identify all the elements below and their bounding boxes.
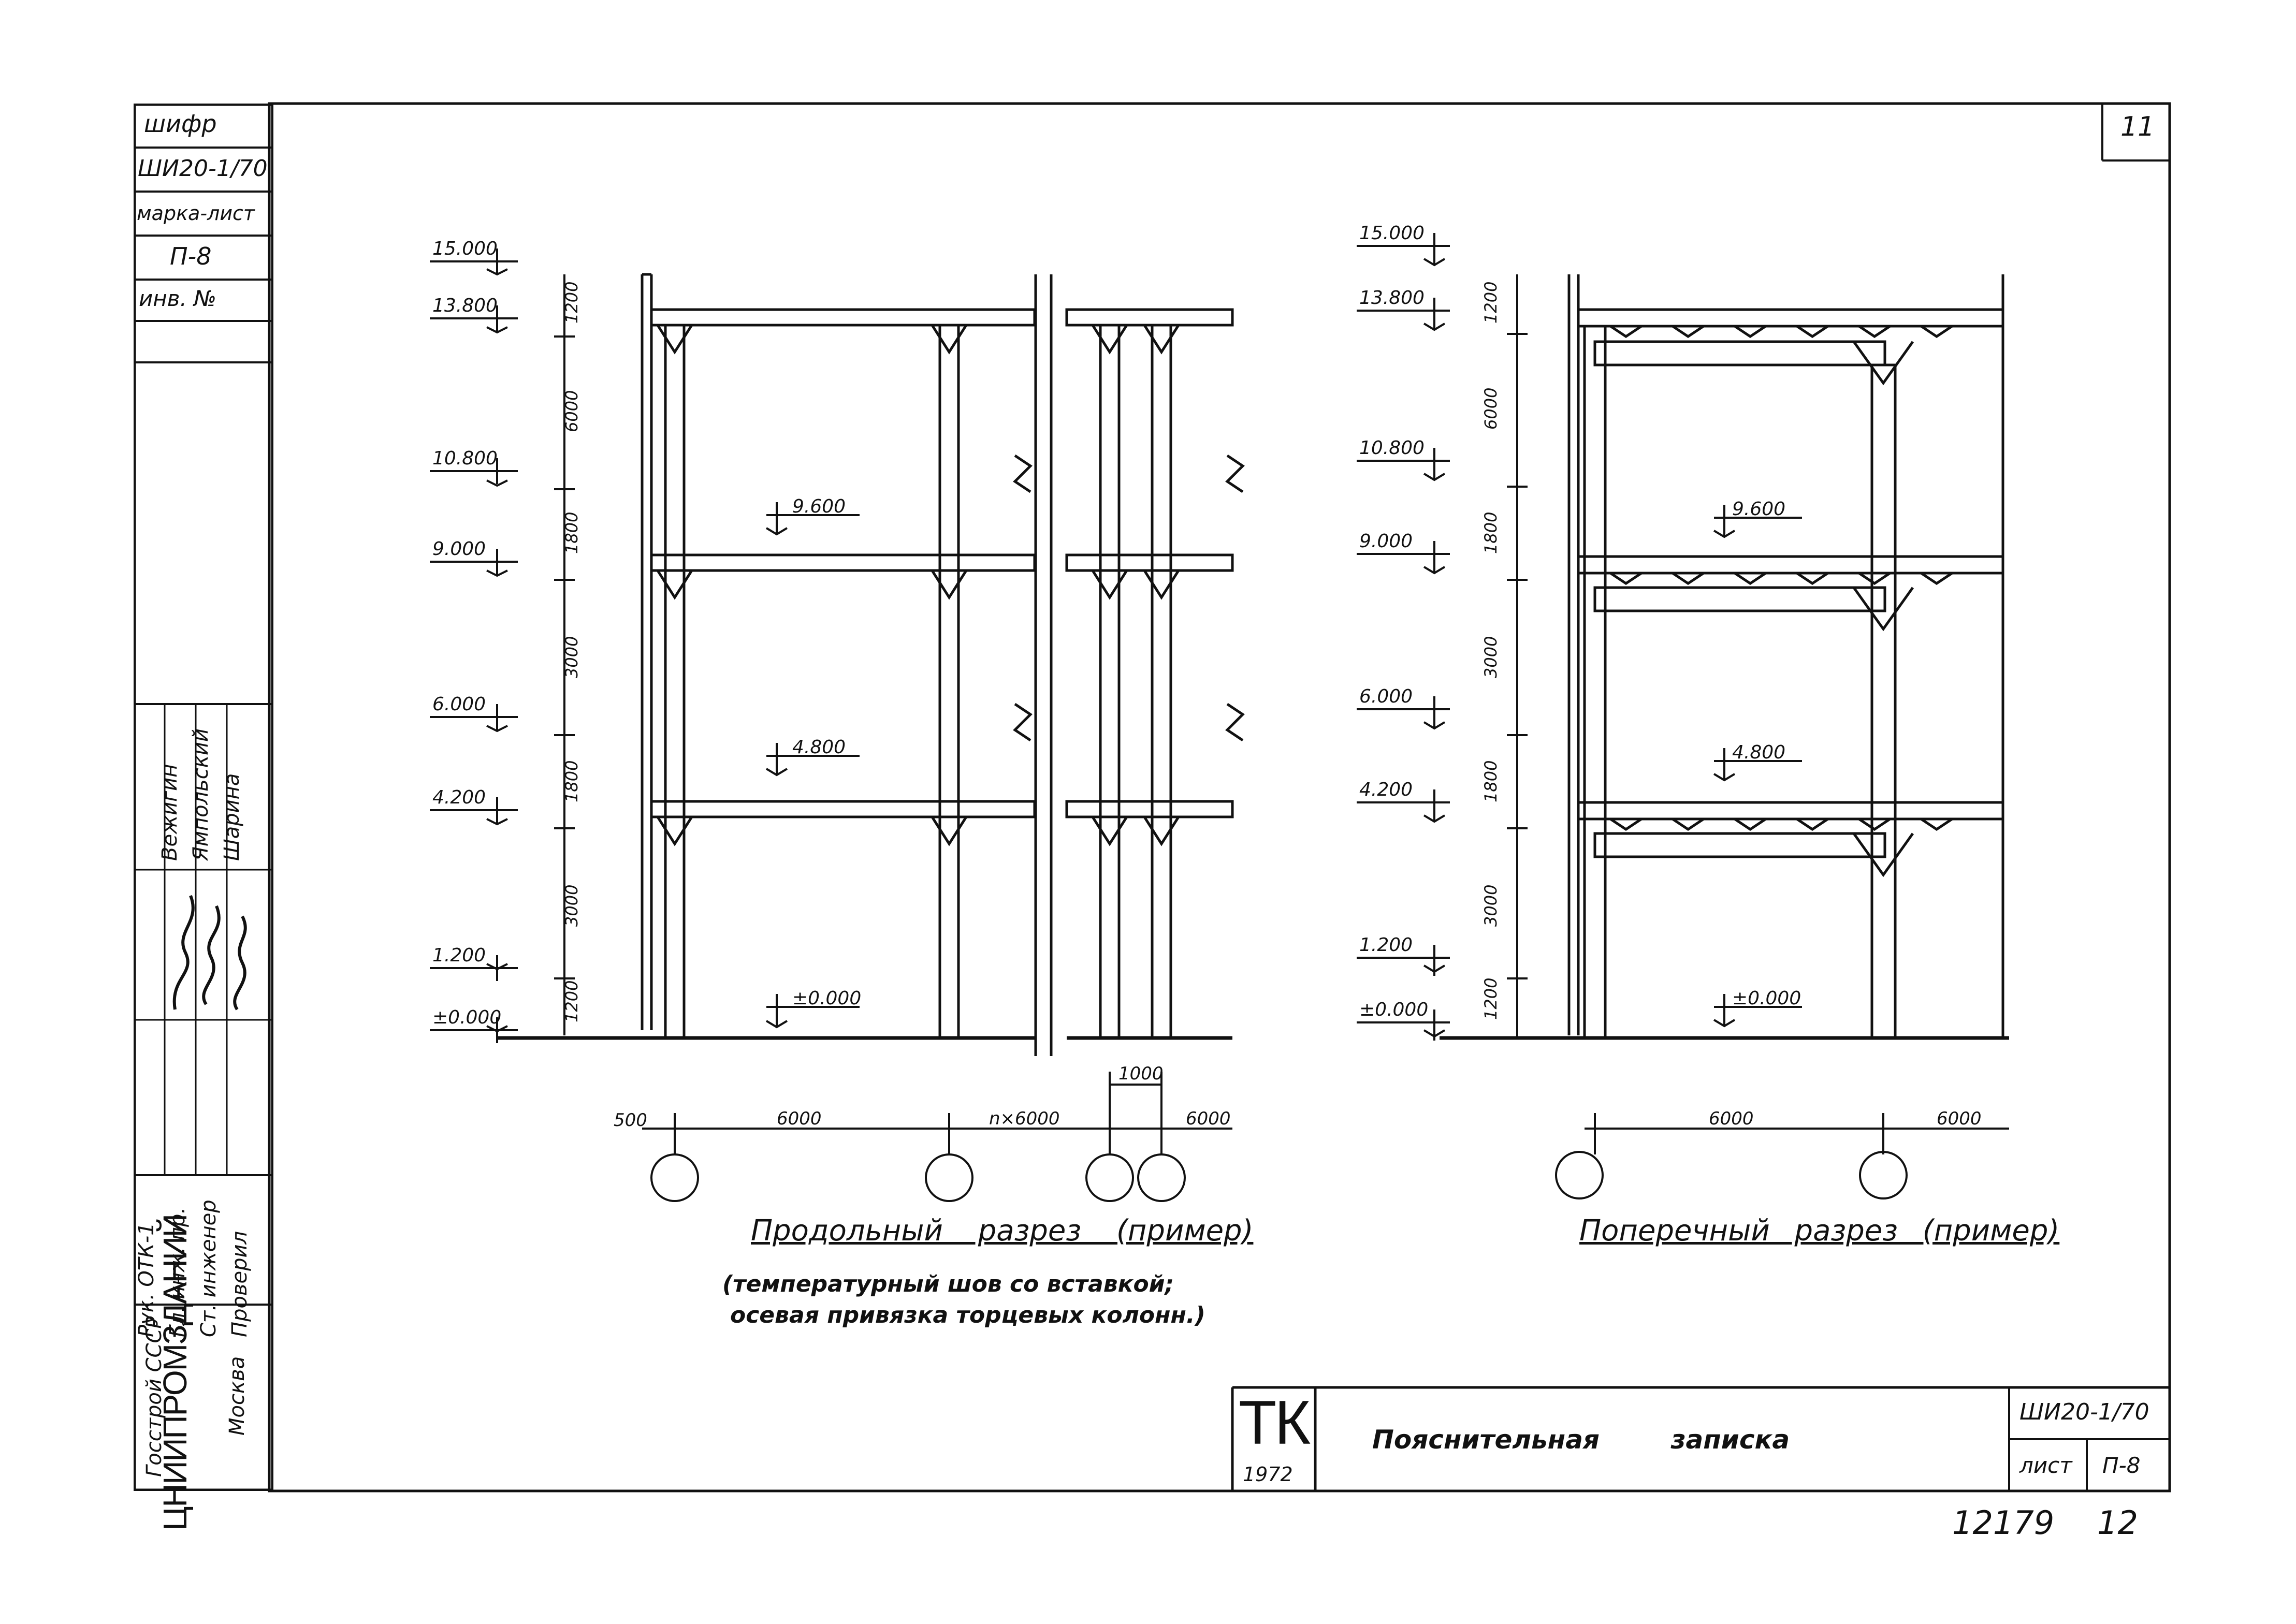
trans-dim-7: 1200 [1481,978,1501,1020]
long-frame-structure [497,273,1245,1056]
title-block-logo: ТК [1239,1388,1311,1457]
left-stamp-frame [134,104,273,1491]
long-elevation-ticks [430,248,575,1043]
trans-dimension-labels: 1200 6000 1800 3000 1800 3000 1200 [1481,282,1501,1020]
long-floor-mark-0000: ±0.000 [792,988,861,1009]
long-elev-0000: ±0.000 [432,1007,501,1028]
trans-span-6000b: 6000 [1937,1108,1982,1129]
inv-label: инв. № [139,286,216,311]
mark-label: марка-лист [137,202,255,225]
long-elev-1200: 1.200 [432,945,486,966]
trans-dim-6: 3000 [1481,885,1501,927]
trans-elev-13800: 13.800 [1359,287,1425,309]
page-number: 12 [2097,1504,2138,1542]
mark-value: П-8 [170,242,212,270]
sheet-number: 11 [2120,111,2155,142]
long-section-title: Продольный разрез (пример) [751,1214,1254,1248]
archive-number: 12179 [1952,1504,2055,1542]
long-section-note-2: осевая привязка торцевых колонн.) [730,1302,1205,1328]
long-dimension-labels: 1200 6000 1800 3000 1800 3000 1200 [562,282,582,1022]
long-dim-4: 3000 [562,636,582,678]
trans-floor-marks [1713,505,1802,1028]
title-block-sheet-label: лист [2019,1453,2072,1478]
long-span-1000: 1000 [1118,1063,1164,1084]
trans-elev-9000: 9.000 [1359,531,1413,552]
trans-dim-4: 3000 [1481,636,1501,678]
long-span-6000: 6000 [777,1108,822,1129]
left-stamp: шифр ШИ20-1/70 марка-лист П-8 инв. № Рук… [134,104,273,1531]
trans-span-6000: 6000 [1709,1108,1754,1129]
long-dim-2: 6000 [562,390,582,432]
trans-elevation-labels: 15.000 13.800 10.800 9.000 6.000 4.200 1… [1359,223,1428,1020]
long-floor-marks [765,502,860,1029]
long-elev-13800: 13.800 [432,295,498,316]
long-span-dimensions [642,1072,1232,1202]
long-dim-1: 1200 [562,282,582,324]
trans-floor-mark-9600: 9.600 [1732,499,1785,520]
long-span-n6000: n×6000 [989,1108,1060,1129]
title-block-year: 1972 [1243,1463,1293,1486]
trans-floor-mark-4800: 4.800 [1732,742,1785,763]
long-elev-4200: 4.200 [432,787,486,808]
long-elev-9000: 9.000 [432,538,486,560]
long-span-6000b: 6000 [1186,1108,1231,1129]
title-block-code: ШИ20-1/70 [2019,1399,2149,1425]
trans-dim-2: 6000 [1481,388,1501,430]
trans-elev-6000: 6.000 [1359,686,1413,707]
trans-elevation-ticks [1357,233,1528,1041]
trans-span-dimensions [1555,1113,2009,1199]
trans-elev-15000: 15.000 [1359,223,1425,244]
long-dim-3: 1800 [562,512,582,554]
signatures [172,895,247,1011]
title-block-description: Пояснительная записка [1372,1425,1790,1455]
trans-span-labels: 6000 6000 [1709,1108,1982,1129]
long-elev-15000: 15.000 [432,238,498,259]
title-block-sheet-value: П-8 [2102,1453,2141,1478]
long-elev-10800: 10.800 [432,448,498,469]
trans-elev-4200: 4.200 [1359,779,1413,800]
long-elev-6000: 6.000 [432,694,486,715]
trans-floor-mark-labels: 9.600 4.800 ±0.000 [1732,499,1801,1009]
description-text: Пояснительная записка [1372,1425,1790,1455]
trans-frame-structure [1440,274,2009,1040]
trans-dim-1: 1200 [1481,282,1501,324]
long-floor-mark-9600: 9.600 [792,496,846,517]
trans-elev-10800: 10.800 [1359,437,1425,459]
long-section-note-1: (температурный шов со вставкой; [722,1271,1174,1297]
trans-dim-3: 1800 [1481,512,1501,554]
long-dim-5: 1800 [562,760,582,802]
long-floor-mark-4800: 4.800 [792,737,846,758]
trans-elev-0000: ±0.000 [1359,999,1428,1020]
long-elevation-labels: 15.000 13.800 10.800 9.000 6.000 4.200 1… [432,238,501,1028]
trans-elev-1200: 1.200 [1359,934,1413,956]
code-label: шифр [144,110,217,138]
long-dim-7: 1200 [562,981,582,1022]
trans-dim-5: 1800 [1481,760,1501,802]
trans-section-title: Поперечный разрез (пример) [1579,1214,2060,1248]
long-dim-6: 3000 [562,885,582,927]
long-floor-mark-labels: 9.600 4.800 ±0.000 [792,496,861,1009]
code-value: ШИ20-1/70 [138,155,268,182]
long-span-500: 500 [614,1110,647,1131]
long-span-labels: 500 6000 n×6000 1000 6000 [614,1063,1231,1131]
trans-floor-mark-0000: ±0.000 [1732,988,1801,1009]
